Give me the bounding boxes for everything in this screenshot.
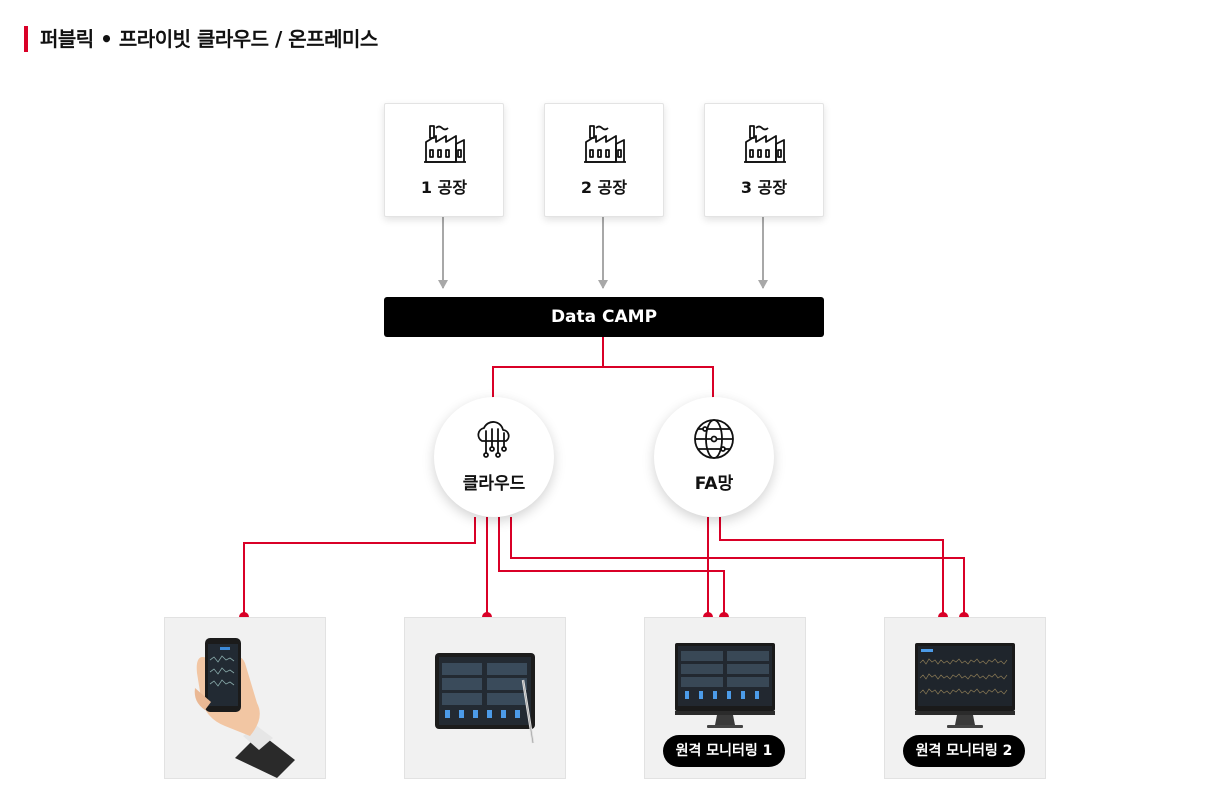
factory-label: 3 공장 [740,178,788,197]
factory-label: 1 공장 [420,178,468,197]
factory-icon [424,125,466,163]
link-cloud-monitor1 [498,517,725,617]
factory-node-3: 3 공장 [704,103,824,217]
fa-network-node: FA망 [654,397,774,517]
link-hub-fa [603,366,714,400]
link-cloud-phone [243,517,476,617]
factory-label: 2 공장 [580,178,628,197]
link-cloud-monitor2 [510,517,965,617]
link-fa-monitor2 [719,517,944,617]
data-camp-hub: Data CAMP [384,297,824,337]
factory-icon [584,125,626,163]
factory-icon [744,125,786,163]
monitor-icon [915,643,1015,728]
monitor-icon [675,643,775,728]
cloud-label: 클라우드 [462,474,526,494]
title-accent-bar [24,26,28,52]
fa-network-label: FA망 [694,474,734,494]
device-smartphone [164,617,326,779]
globe-icon [694,419,734,459]
tablet-with-stylus-icon [435,653,535,744]
smartphone-in-hand-icon [194,638,295,778]
device-tablet [404,617,566,779]
factory-node-1: 1 공장 [384,103,504,217]
link-hub-split [492,337,604,400]
remote-monitoring-1-label: 원격 모니터링 1 [663,735,785,767]
page-title: 퍼블릭 • 프라이빗 클라우드 / 온프레미스 [40,27,378,51]
remote-monitoring-2-label: 원격 모니터링 2 [903,735,1025,767]
cloud-node: 클라우드 [434,397,554,517]
cloud-network-icon [477,421,510,458]
factory-node-2: 2 공장 [544,103,664,217]
